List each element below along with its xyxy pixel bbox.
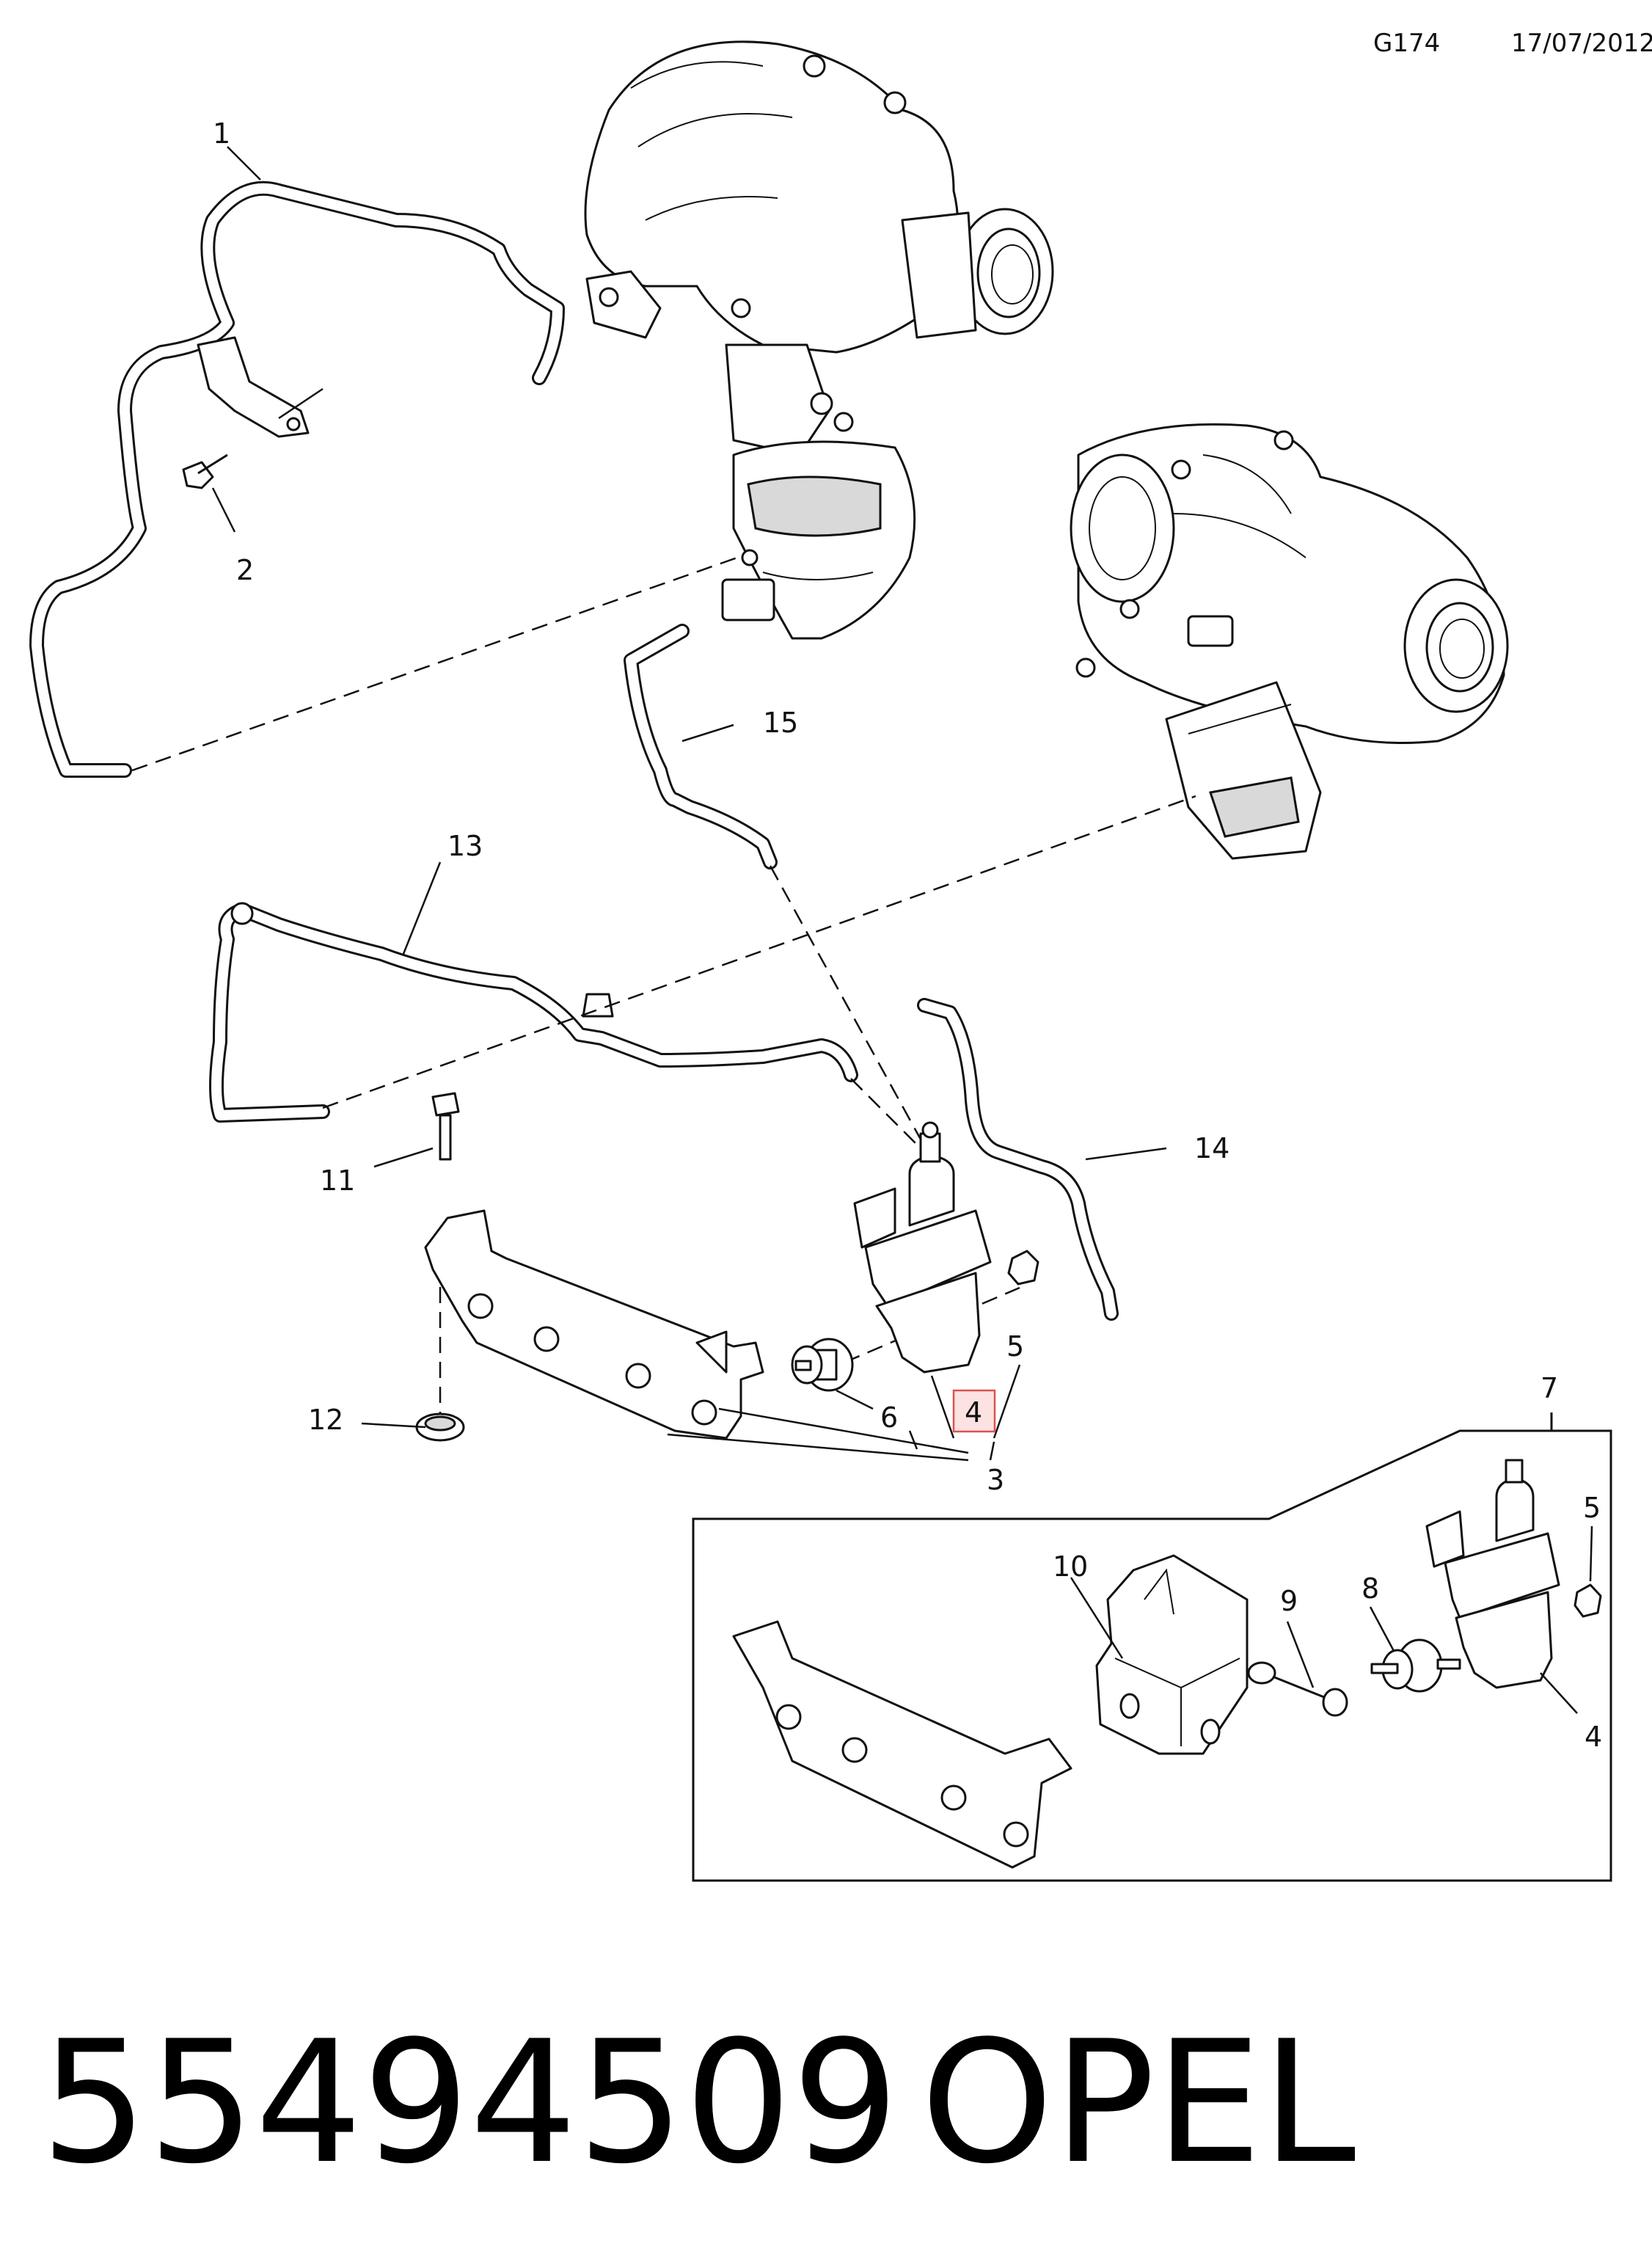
solenoid-valve-4: [853, 1121, 992, 1374]
callout-3: 3: [987, 1464, 1004, 1496]
assembly-guides: [131, 556, 1196, 1427]
inset-callout-5: 5: [1583, 1492, 1601, 1524]
bolt-11: [431, 1092, 460, 1161]
callout-1: 1: [213, 117, 230, 150]
hose-clip-bracket: [197, 336, 324, 438]
part-number: 55494509: [40, 2005, 899, 2201]
inset-solenoid-valve-4: [1425, 1459, 1602, 1689]
diagram-code: G174: [1373, 29, 1440, 58]
inset-callout-8: 8: [1362, 1572, 1379, 1605]
inset-callout-10: 10: [1053, 1550, 1088, 1583]
turbocharger-alt-view: [1070, 423, 1509, 860]
inset-damper-8: [1370, 1638, 1461, 1693]
callout-4-highlighted: 4: [965, 1396, 982, 1429]
turbocharger-main: [584, 40, 1054, 640]
callout-5: 5: [1006, 1330, 1024, 1363]
bolt-2: [182, 453, 228, 489]
callout-7: 7: [1540, 1372, 1558, 1404]
diagram-date: 17/07/2012: [1511, 29, 1652, 58]
mounting-bracket-3: [424, 1209, 764, 1440]
callout-2: 2: [236, 554, 254, 586]
inset-link-9: [1247, 1661, 1348, 1717]
callout-4-highlight-box: [952, 1389, 996, 1433]
callout-14: 14: [1194, 1132, 1229, 1164]
hose-14: [917, 998, 1119, 1321]
hose-15: [624, 624, 778, 869]
bolt-12: [415, 1412, 465, 1442]
callout-12: 12: [308, 1404, 343, 1436]
inset-damper-block-10: [1095, 1554, 1249, 1755]
callout-15: 15: [763, 707, 798, 739]
hose-13: [209, 902, 858, 1123]
inset-bracket: [732, 1620, 1072, 1869]
nut-5: [1007, 1250, 1039, 1286]
damper-6: [791, 1338, 854, 1392]
leader-lines: [211, 146, 1593, 1714]
callout-11: 11: [320, 1164, 355, 1197]
brand-name: OPEL: [921, 2005, 1356, 2201]
hose-1: [29, 181, 565, 778]
inset-frame-7: [692, 1412, 1612, 1882]
callout-6: 6: [880, 1401, 898, 1434]
inset-callout-4: 4: [1585, 1721, 1602, 1753]
inset-callout-9: 9: [1280, 1585, 1298, 1617]
callout-13: 13: [447, 830, 483, 862]
